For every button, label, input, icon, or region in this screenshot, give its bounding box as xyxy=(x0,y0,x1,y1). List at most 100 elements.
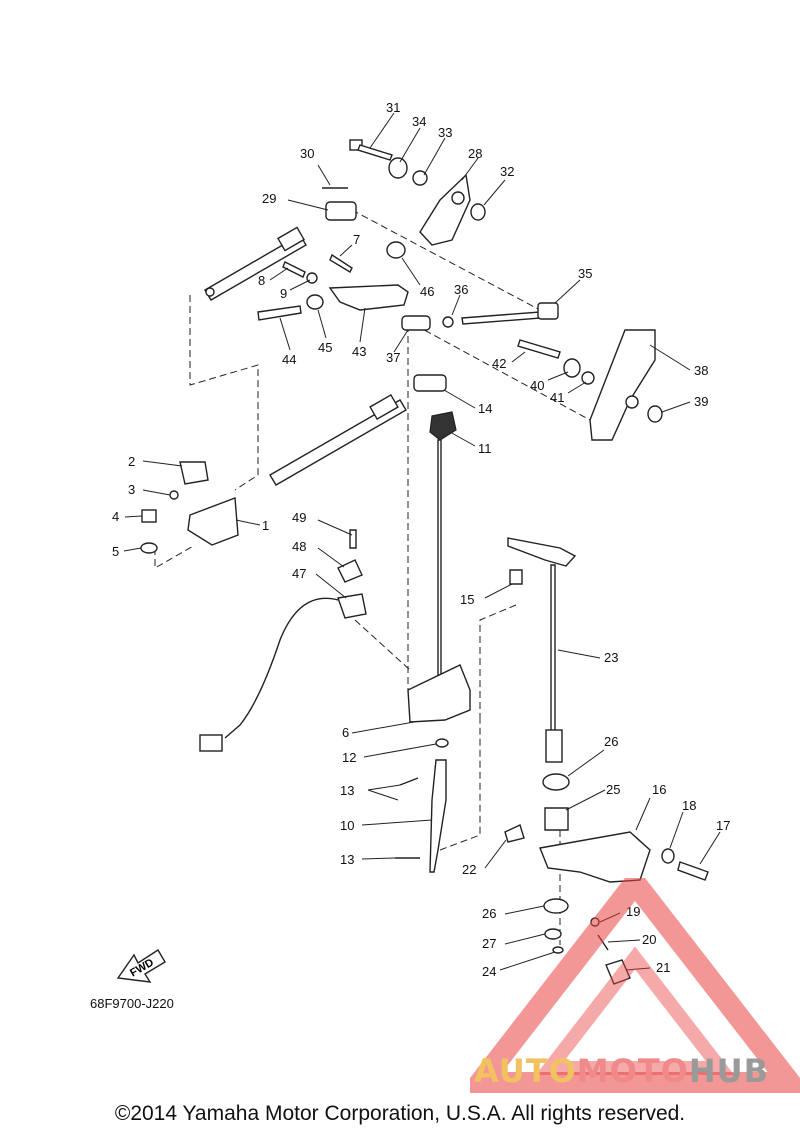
shift-rod xyxy=(437,439,442,691)
nut-36 xyxy=(442,316,454,328)
washer-5 xyxy=(140,542,158,554)
lever-23-arm xyxy=(507,537,577,567)
callout-4: 4 xyxy=(112,509,119,524)
callout-45: 45 xyxy=(318,340,332,355)
callout-38: 38 xyxy=(694,363,708,378)
watermark-brand: AUTOMOTOHUB xyxy=(474,1052,769,1090)
switch-lead xyxy=(224,597,339,739)
callout-8: 8 xyxy=(258,273,265,288)
callout-10: 10 xyxy=(340,818,354,833)
assembly-line xyxy=(414,324,591,421)
callout-16: 16 xyxy=(652,782,666,797)
callout-17: 17 xyxy=(716,818,730,833)
plate-48 xyxy=(337,559,363,583)
callout-9: 9 xyxy=(280,286,287,301)
brand-part-hub: HUB xyxy=(688,1052,770,1090)
bolt-7 xyxy=(329,253,353,273)
rod-23-end xyxy=(545,729,563,763)
pin-13 xyxy=(399,777,419,786)
callout-34: 34 xyxy=(412,114,426,129)
washer-9 xyxy=(306,272,318,284)
callout-32: 32 xyxy=(500,164,514,179)
washer-12 xyxy=(435,738,449,748)
lever-16 xyxy=(539,831,651,883)
assembly-line xyxy=(479,604,517,720)
callout-25: 25 xyxy=(606,782,620,797)
callout-49: 49 xyxy=(292,510,306,525)
assembly-line xyxy=(351,209,541,311)
callout-26: 26 xyxy=(482,906,496,921)
callout-13: 13 xyxy=(340,852,354,867)
collar-40 xyxy=(563,358,581,378)
callout-46: 46 xyxy=(420,284,434,299)
callout-42: 42 xyxy=(492,356,506,371)
bolt-44 xyxy=(257,305,302,321)
callout-24: 24 xyxy=(482,964,496,979)
lever-6 xyxy=(407,664,471,723)
callout-2: 2 xyxy=(128,454,135,469)
rod-23 xyxy=(550,564,556,736)
callout-23: 23 xyxy=(604,650,618,665)
callout-13: 13 xyxy=(340,783,354,798)
bolt-31 xyxy=(349,139,393,161)
assembly-line xyxy=(189,295,259,491)
cable-end-29 xyxy=(325,201,357,221)
callout-29: 29 xyxy=(262,191,276,206)
callout-31: 31 xyxy=(386,100,400,115)
callout-37: 37 xyxy=(386,350,400,365)
callout-11: 11 xyxy=(478,441,492,456)
bolt-17 xyxy=(677,861,709,881)
assembly-line xyxy=(154,544,196,569)
brand-part-auto: AUTO xyxy=(474,1052,577,1090)
callout-1: 1 xyxy=(262,518,269,533)
washer-18 xyxy=(661,848,675,864)
fwd-arrow-icon: FWD xyxy=(116,949,166,983)
callout-22: 22 xyxy=(462,862,476,877)
callout-14: 14 xyxy=(478,401,492,416)
leader-lines xyxy=(123,112,721,971)
callout-39: 39 xyxy=(694,394,708,409)
bushing-25 xyxy=(544,807,569,831)
callout-12: 12 xyxy=(342,750,356,765)
callout-36: 36 xyxy=(454,282,468,297)
watermark-logo-icon xyxy=(470,878,800,1093)
collar-45 xyxy=(306,294,324,310)
callout-21: 21 xyxy=(656,960,670,975)
callout-27: 27 xyxy=(482,936,496,951)
brand-part-moto: MOTO xyxy=(576,1052,689,1090)
rod-35 xyxy=(461,311,542,325)
callout-labels: 31 34 33 28 30 32 29 7 8 9 46 35 36 44 4… xyxy=(112,100,730,979)
plate-2 xyxy=(179,461,209,485)
pin-3 xyxy=(169,490,179,500)
screw-49 xyxy=(349,529,357,549)
oring-24 xyxy=(552,946,564,954)
shift-cable-lower xyxy=(269,393,407,486)
washer-39 xyxy=(647,405,663,423)
callout-43: 43 xyxy=(352,344,366,359)
callout-41: 41 xyxy=(550,390,564,405)
callout-35: 35 xyxy=(578,266,592,281)
washer-26 xyxy=(542,773,570,791)
bolt-4 xyxy=(141,509,157,523)
switch-47 xyxy=(337,593,367,619)
plunger-21 xyxy=(605,959,631,985)
callout-7: 7 xyxy=(353,232,360,247)
assembly-line xyxy=(439,720,481,851)
callout-40: 40 xyxy=(530,378,544,393)
callout-15: 15 xyxy=(460,592,474,607)
bolt-42 xyxy=(517,339,561,359)
connector xyxy=(199,734,223,752)
assembly-line xyxy=(354,619,411,671)
clip-15 xyxy=(509,569,523,585)
collar-34 xyxy=(388,157,408,179)
callout-3: 3 xyxy=(128,482,135,497)
callout-48: 48 xyxy=(292,539,306,554)
bolt-8 xyxy=(282,261,306,278)
callout-28: 28 xyxy=(468,146,482,161)
joint-14 xyxy=(413,374,447,392)
callout-47: 47 xyxy=(292,566,306,581)
shift-cable-upper xyxy=(204,226,307,301)
lever-28 xyxy=(419,173,471,246)
